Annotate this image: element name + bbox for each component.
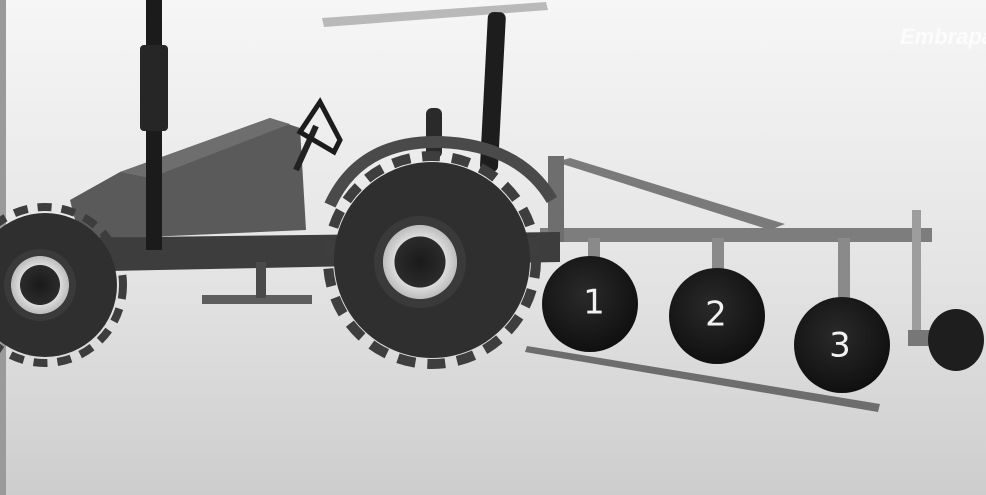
exhaust-muffler — [140, 45, 168, 131]
watermark-logo: Embrapa — [900, 24, 986, 49]
plow-disc-2: 2 — [669, 268, 765, 364]
disc-label-3: 3 — [829, 326, 851, 366]
footstep-post — [256, 262, 266, 298]
gauge-wheel — [928, 309, 984, 371]
disc-arm-3 — [838, 238, 850, 300]
disc-label-1: 1 — [583, 283, 605, 323]
gauge-wheel-post — [912, 210, 921, 340]
disc-label-2: 2 — [705, 295, 727, 335]
plow-disc-3: 3 — [794, 297, 890, 393]
seat-back — [426, 108, 442, 158]
plow-disc-1: 1 — [542, 256, 638, 352]
